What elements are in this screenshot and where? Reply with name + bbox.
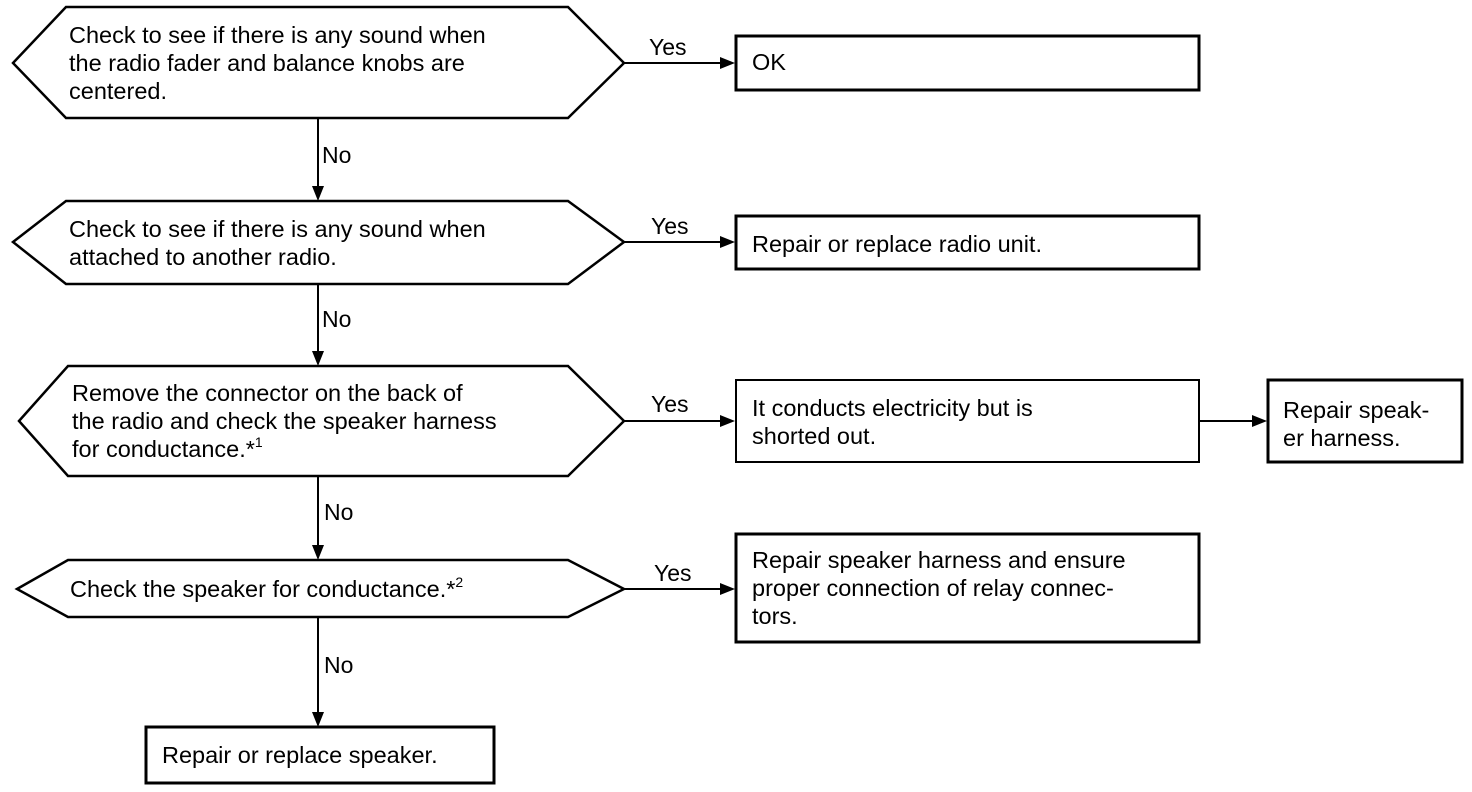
footnote-number-2: 2 (455, 574, 464, 590)
yes-label-3: Yes (651, 391, 689, 417)
yes-label-1: Yes (649, 34, 687, 60)
yes-arrow-2 (624, 236, 735, 248)
outcome-box-replace-speaker (144, 725, 496, 785)
outcome-box-repair-relay (734, 532, 1201, 644)
outcome-shorted-text: It conducts electricity but is shorted o… (752, 395, 1033, 449)
decision-1-text: Check to see if there is any sound when … (69, 22, 486, 104)
outcome-repair-harness-text: Repair speak- er harness. (1283, 397, 1430, 451)
no-arrow-4 (312, 617, 324, 727)
decision-2-text: Check to see if there is any sound when … (69, 216, 486, 270)
decision-4-text: Check the speaker for conductance.*2 (70, 575, 463, 603)
yes-arrow-4 (624, 583, 735, 595)
yes-arrow-1 (624, 57, 735, 69)
outcome-repair-relay-text: Repair speaker harness and ensure proper… (752, 547, 1126, 629)
no-label-3: No (324, 499, 354, 525)
outcome-box-ok (734, 34, 1201, 92)
outcome-replace-radio-text: Repair or replace radio unit. (752, 231, 1042, 257)
footnote-marker-2: * (446, 576, 456, 602)
no-label-2: No (322, 306, 352, 332)
no-arrow-1 (312, 118, 324, 201)
no-arrow-2 (312, 284, 324, 366)
decision-3-text: Remove the connector on the back of the … (72, 379, 497, 463)
outcome-box-replace-radio (734, 214, 1201, 271)
footnote-number-1: 1 (254, 434, 263, 450)
outcome-replace-speaker-text: Repair or replace speaker. (162, 742, 438, 768)
no-label-4: No (324, 652, 354, 678)
decision-4-body: Check the speaker for conductance. (70, 576, 447, 602)
no-arrow-3 (312, 476, 324, 560)
yes-label-2: Yes (651, 213, 689, 239)
yes-label-4: Yes (654, 560, 692, 586)
no-label-1: No (322, 142, 352, 168)
footnote-marker-1: * (245, 436, 255, 462)
decision-3-body: Remove the connector on the back of the … (72, 380, 497, 462)
outcome-box-repair-harness (1266, 378, 1464, 464)
yes-arrow-3 (624, 415, 735, 427)
arrow-shorted-to-harness (1199, 415, 1267, 427)
outcome-ok-text: OK (752, 49, 786, 75)
